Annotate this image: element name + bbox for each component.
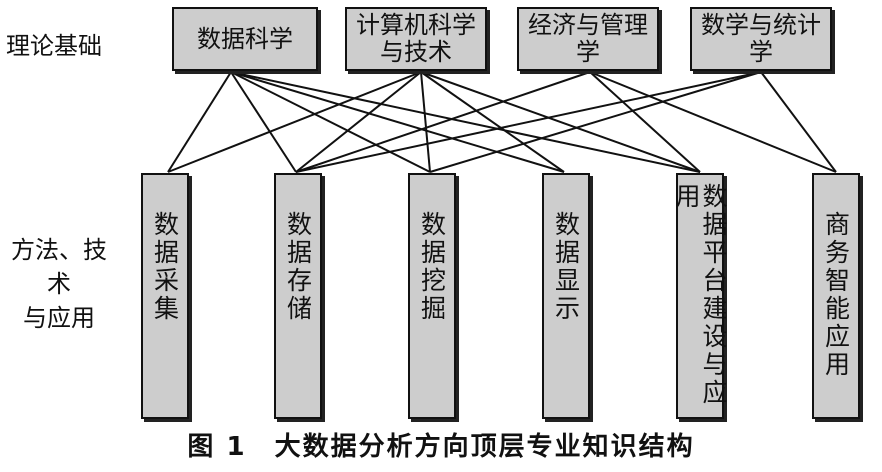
area-business-intelligence: 商务智能应用 <box>812 173 860 419</box>
connector-cs-collect <box>167 71 422 173</box>
connector-ds-store <box>230 71 297 173</box>
connector-cs-mine <box>420 71 431 173</box>
connector-ds-display <box>230 71 565 173</box>
connector-ms-bi <box>760 71 837 173</box>
connector-ds-collect <box>167 71 232 173</box>
foundation-data-science: 数据科学 <box>172 7 318 71</box>
foundation-computer-science: 计算机科学 与技术 <box>345 7 487 71</box>
row-label-theory: 理论基础 <box>6 32 102 60</box>
area-data-display: 数据显示 <box>542 173 590 419</box>
connector-ds-mine <box>230 71 431 173</box>
area-business-intelligence-label: 商务智能应用 <box>821 211 851 379</box>
area-data-collection-label: 数据采集 <box>150 211 180 323</box>
connector-em-store <box>295 71 591 173</box>
connector-cs-display <box>420 71 565 173</box>
connector-cs-store <box>295 71 422 173</box>
area-data-platform: 数据平台建设与应用 <box>672 173 728 419</box>
area-data-storage-label: 数据存储 <box>283 211 313 323</box>
area-data-collection: 数据采集 <box>141 173 189 419</box>
foundation-economics-management: 经济与管理学 <box>517 7 659 71</box>
area-data-storage: 数据存储 <box>274 173 322 419</box>
foundation-math-statistics: 数学与统计学 <box>690 7 832 71</box>
connector-ms-mine <box>429 71 762 173</box>
connector-ds-platform <box>230 71 701 173</box>
connector-ms-store <box>295 71 762 173</box>
area-data-platform-label: 数据平台建设与应用 <box>672 183 728 407</box>
connector-em-platform <box>589 71 701 173</box>
row-label-methods: 方法、技术 与应用 <box>11 236 107 332</box>
connector-cs-platform <box>420 71 701 173</box>
connector-em-bi <box>589 71 837 173</box>
area-data-mining: 数据挖掘 <box>408 173 456 419</box>
area-data-display-label: 数据显示 <box>551 211 581 323</box>
figure-caption: 图 1 大数据分析方向顶层专业知识结构 <box>187 432 695 462</box>
area-data-mining-label: 数据挖掘 <box>417 211 447 323</box>
